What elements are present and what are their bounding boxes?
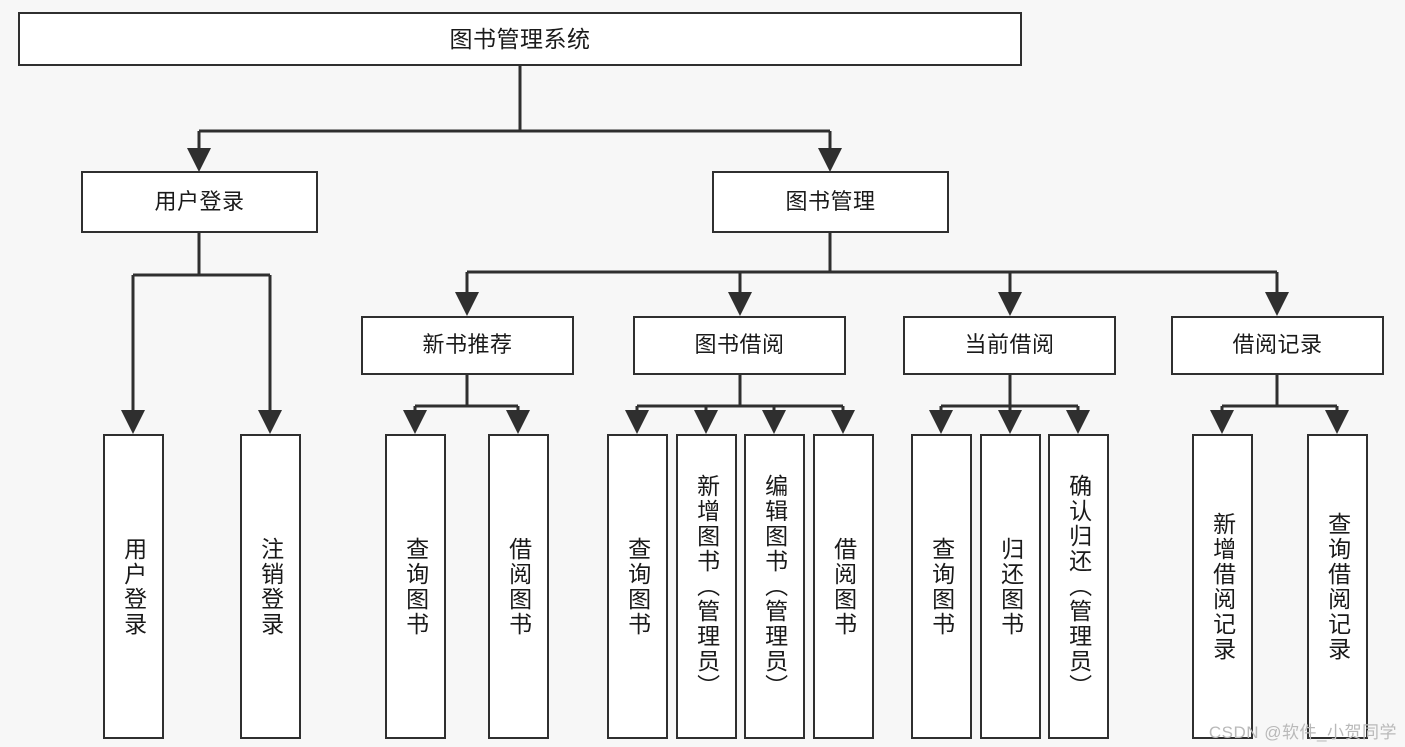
node-borrowing-record-label: 借阅记录 bbox=[1232, 332, 1323, 358]
node-current-borrowing[interactable]: 当前借阅 bbox=[903, 316, 1116, 375]
node-leaf-borrow-book-1[interactable]: 借阅图书 bbox=[488, 434, 549, 739]
node-book-borrowing-label: 图书借阅 bbox=[694, 332, 785, 358]
node-leaf-logout[interactable]: 注销登录 bbox=[240, 434, 301, 739]
node-leaf-query-borrow-record[interactable]: 查询借阅记录 bbox=[1307, 434, 1368, 739]
node-leaf-confirm-return[interactable]: 确认归还（管理员） bbox=[1048, 434, 1109, 739]
node-leaf-query-borrow-record-label: 查询借阅记录 bbox=[1324, 511, 1351, 662]
node-leaf-return-book[interactable]: 归还图书 bbox=[980, 434, 1041, 739]
node-book-management-label: 图书管理 bbox=[785, 188, 876, 214]
node-leaf-query-book-3[interactable]: 查询图书 bbox=[911, 434, 972, 739]
node-leaf-borrow-book-1-label: 借阅图书 bbox=[505, 536, 532, 637]
node-leaf-user-login[interactable]: 用户登录 bbox=[103, 434, 164, 739]
node-leaf-user-login-label: 用户登录 bbox=[120, 536, 147, 637]
node-new-book-recommendation-label: 新书推荐 bbox=[422, 332, 513, 358]
node-leaf-add-book[interactable]: 新增图书（管理员） bbox=[676, 434, 737, 739]
node-leaf-query-book-2-label: 查询图书 bbox=[624, 536, 651, 637]
node-leaf-query-book-1[interactable]: 查询图书 bbox=[385, 434, 446, 739]
node-leaf-borrow-book-2-label: 借阅图书 bbox=[830, 536, 857, 637]
node-user-login[interactable]: 用户登录 bbox=[81, 171, 318, 233]
csdn-watermark: CSDN @软件_小贺同学 bbox=[1208, 723, 1397, 742]
node-leaf-query-book-3-label: 查询图书 bbox=[928, 536, 955, 637]
node-leaf-return-book-label: 归还图书 bbox=[997, 536, 1024, 637]
node-new-book-recommendation[interactable]: 新书推荐 bbox=[361, 316, 574, 375]
node-book-borrowing[interactable]: 图书借阅 bbox=[633, 316, 846, 375]
node-root-book-management-system[interactable]: 图书管理系统 bbox=[18, 12, 1022, 66]
node-root-label: 图书管理系统 bbox=[449, 25, 591, 52]
node-leaf-logout-label: 注销登录 bbox=[257, 536, 284, 637]
node-leaf-add-borrow-record-label: 新增借阅记录 bbox=[1209, 511, 1236, 662]
node-leaf-add-borrow-record[interactable]: 新增借阅记录 bbox=[1192, 434, 1253, 739]
node-leaf-confirm-return-label: 确认归还（管理员） bbox=[1065, 474, 1092, 699]
node-leaf-edit-book[interactable]: 编辑图书（管理员） bbox=[744, 434, 805, 739]
node-leaf-add-book-label: 新增图书（管理员） bbox=[693, 474, 720, 699]
node-leaf-query-book-2[interactable]: 查询图书 bbox=[607, 434, 668, 739]
node-leaf-query-book-1-label: 查询图书 bbox=[402, 536, 429, 637]
node-user-login-label: 用户登录 bbox=[154, 188, 245, 214]
node-leaf-borrow-book-2[interactable]: 借阅图书 bbox=[813, 434, 874, 739]
node-borrowing-record[interactable]: 借阅记录 bbox=[1171, 316, 1384, 375]
node-current-borrowing-label: 当前借阅 bbox=[964, 332, 1055, 358]
node-book-management[interactable]: 图书管理 bbox=[712, 171, 949, 233]
node-leaf-edit-book-label: 编辑图书（管理员） bbox=[761, 474, 788, 699]
